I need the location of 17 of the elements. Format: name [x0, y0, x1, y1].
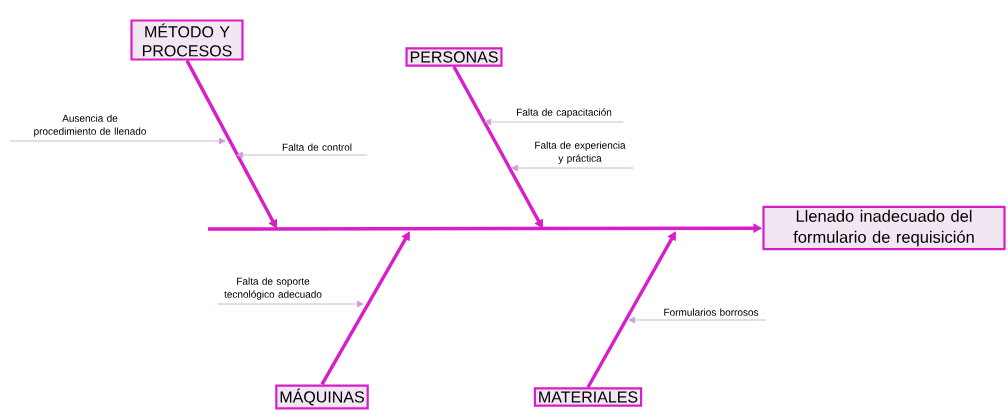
cause-text: Falta de capacitación [517, 108, 612, 118]
effect-box: Llenado inadecuado del formulario de requisición [762, 205, 1006, 251]
category-box: MÁQUINAS [275, 384, 369, 410]
category-box: MÉTODO Y PROCESOS [130, 19, 244, 61]
arrow [236, 151, 368, 159]
cause-text: Falta de control [282, 143, 352, 151]
arrow [9, 137, 226, 145]
category-box: PERSONAS [405, 47, 503, 67]
arrow [628, 316, 767, 324]
cause-text: Ausencia de procedimiento de llenado [34, 114, 146, 137]
arrow [217, 300, 364, 308]
arrow [511, 164, 634, 172]
cause-text: Falta de soporte tecnológico adecuado [224, 277, 322, 300]
arrow [484, 118, 624, 126]
category-box: MATERIALES [533, 387, 643, 407]
cause-text: Formularios borrosos [664, 308, 759, 316]
cause-text: Falta de experiencia y práctica [535, 141, 626, 164]
